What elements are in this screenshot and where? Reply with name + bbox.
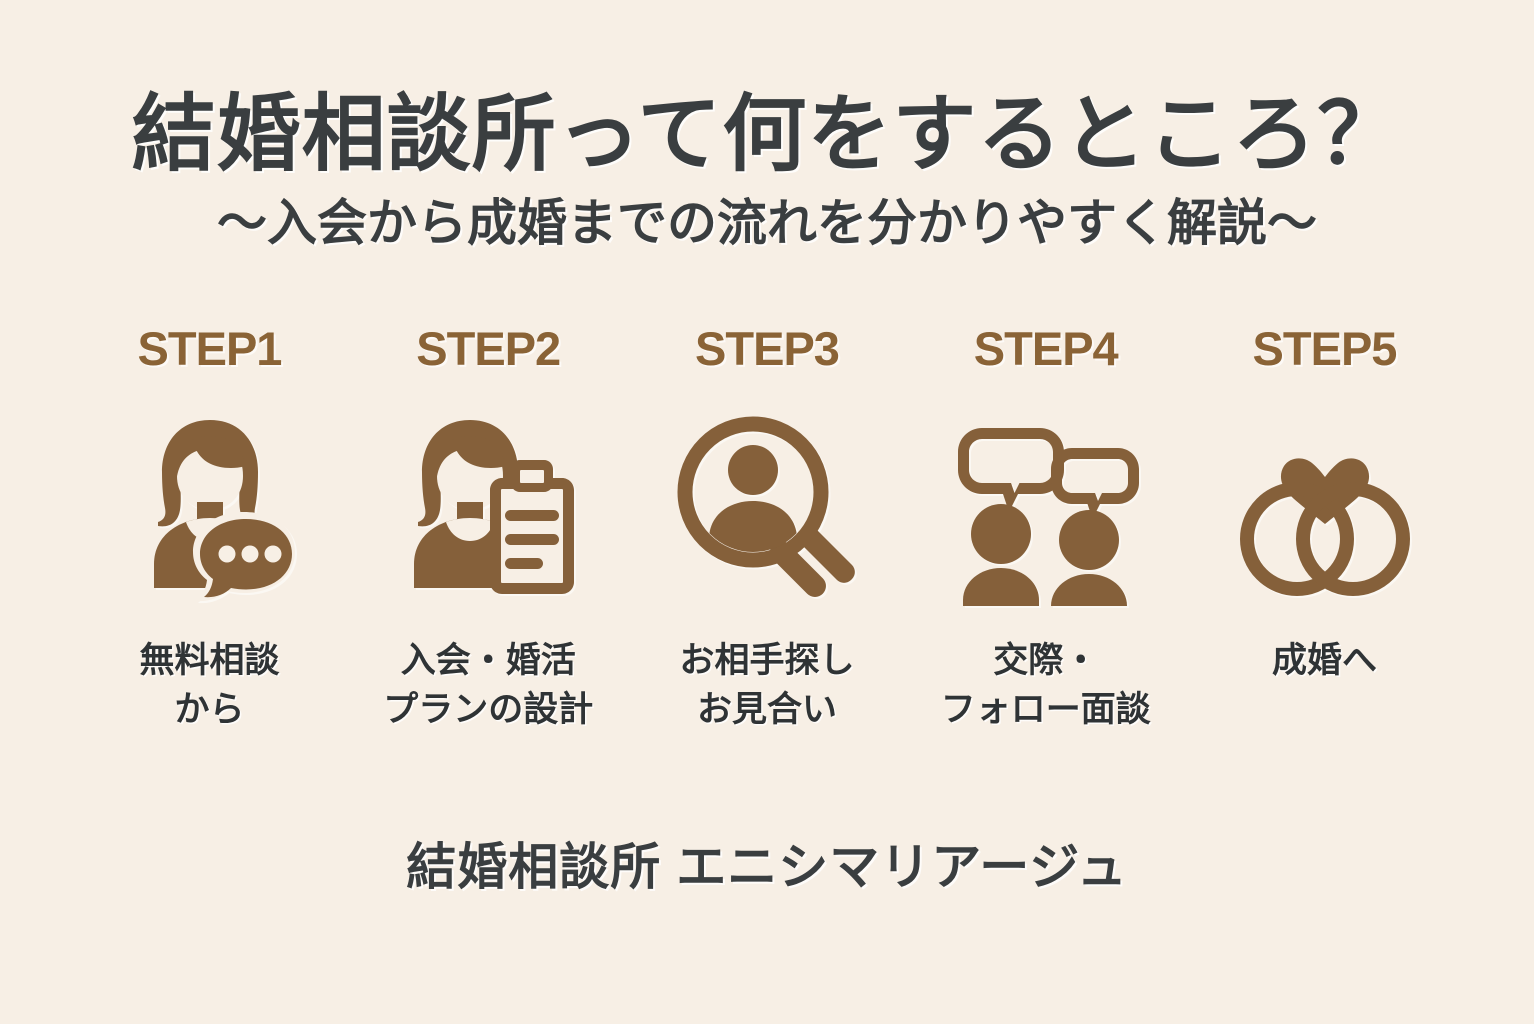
step-label-3: STEP3 bbox=[695, 321, 840, 375]
step-label-1: STEP1 bbox=[137, 321, 283, 375]
step-caption-5: 成婚へ bbox=[1272, 636, 1377, 686]
company-name: 結婚相談所 エニシマリアージュ bbox=[406, 839, 1128, 896]
step-label-4: STEP4 bbox=[973, 321, 1119, 375]
title-block: 結婚相談所って何をするところ？ 〜入会から成婚までの流れを分かりやすく解説〜 bbox=[0, 0, 1534, 251]
step-caption-1: 無料相談 から bbox=[139, 636, 279, 735]
page-subtitle: 〜入会から成婚までの流れを分かりやすく解説〜 bbox=[217, 194, 1317, 251]
step-label-5: STEP5 bbox=[1252, 321, 1398, 375]
step-item-5: STEP5 成婚へ bbox=[1192, 325, 1457, 686]
magnifier-person-search-icon bbox=[667, 406, 867, 606]
wedding-rings-heart-icon bbox=[1225, 406, 1425, 606]
two-people-talking-icon bbox=[946, 406, 1146, 606]
woman-with-speech-bubble-icon bbox=[110, 406, 310, 606]
step-item-3: STEP3 bbox=[635, 325, 900, 735]
page-title: 結婚相談所って何をするところ？ bbox=[131, 87, 1403, 181]
step-caption-4-line1: 交際・ bbox=[993, 640, 1099, 680]
step-caption-4: 交際・ フォロー面談 bbox=[941, 636, 1151, 735]
step-caption-3: お相手探し お見合い bbox=[679, 636, 854, 735]
step-item-1: STEP1 bbox=[77, 325, 342, 735]
step-caption-3-line1: お相手探し bbox=[679, 640, 855, 680]
step-caption-2-line1: 入会・婚活 bbox=[400, 640, 576, 680]
step-label-2: STEP2 bbox=[416, 321, 561, 375]
step-caption-4-line2: フォロー面談 bbox=[940, 690, 1151, 730]
step-caption-1-line2: から bbox=[174, 690, 245, 730]
step-caption-1-line1: 無料相談 bbox=[139, 640, 280, 680]
step-caption-5-line1: 成婚へ bbox=[1271, 640, 1377, 680]
step-item-4: STEP4 bbox=[913, 325, 1178, 735]
steps-row: STEP1 bbox=[77, 325, 1457, 735]
step-caption-3-line2: お見合い bbox=[696, 690, 837, 730]
step-caption-2-line2: プランの設計 bbox=[383, 690, 594, 730]
woman-with-clipboard-icon bbox=[388, 406, 588, 606]
step-caption-2: 入会・婚活 プランの設計 bbox=[383, 636, 593, 735]
step-item-2: STEP2 bbox=[356, 325, 621, 735]
